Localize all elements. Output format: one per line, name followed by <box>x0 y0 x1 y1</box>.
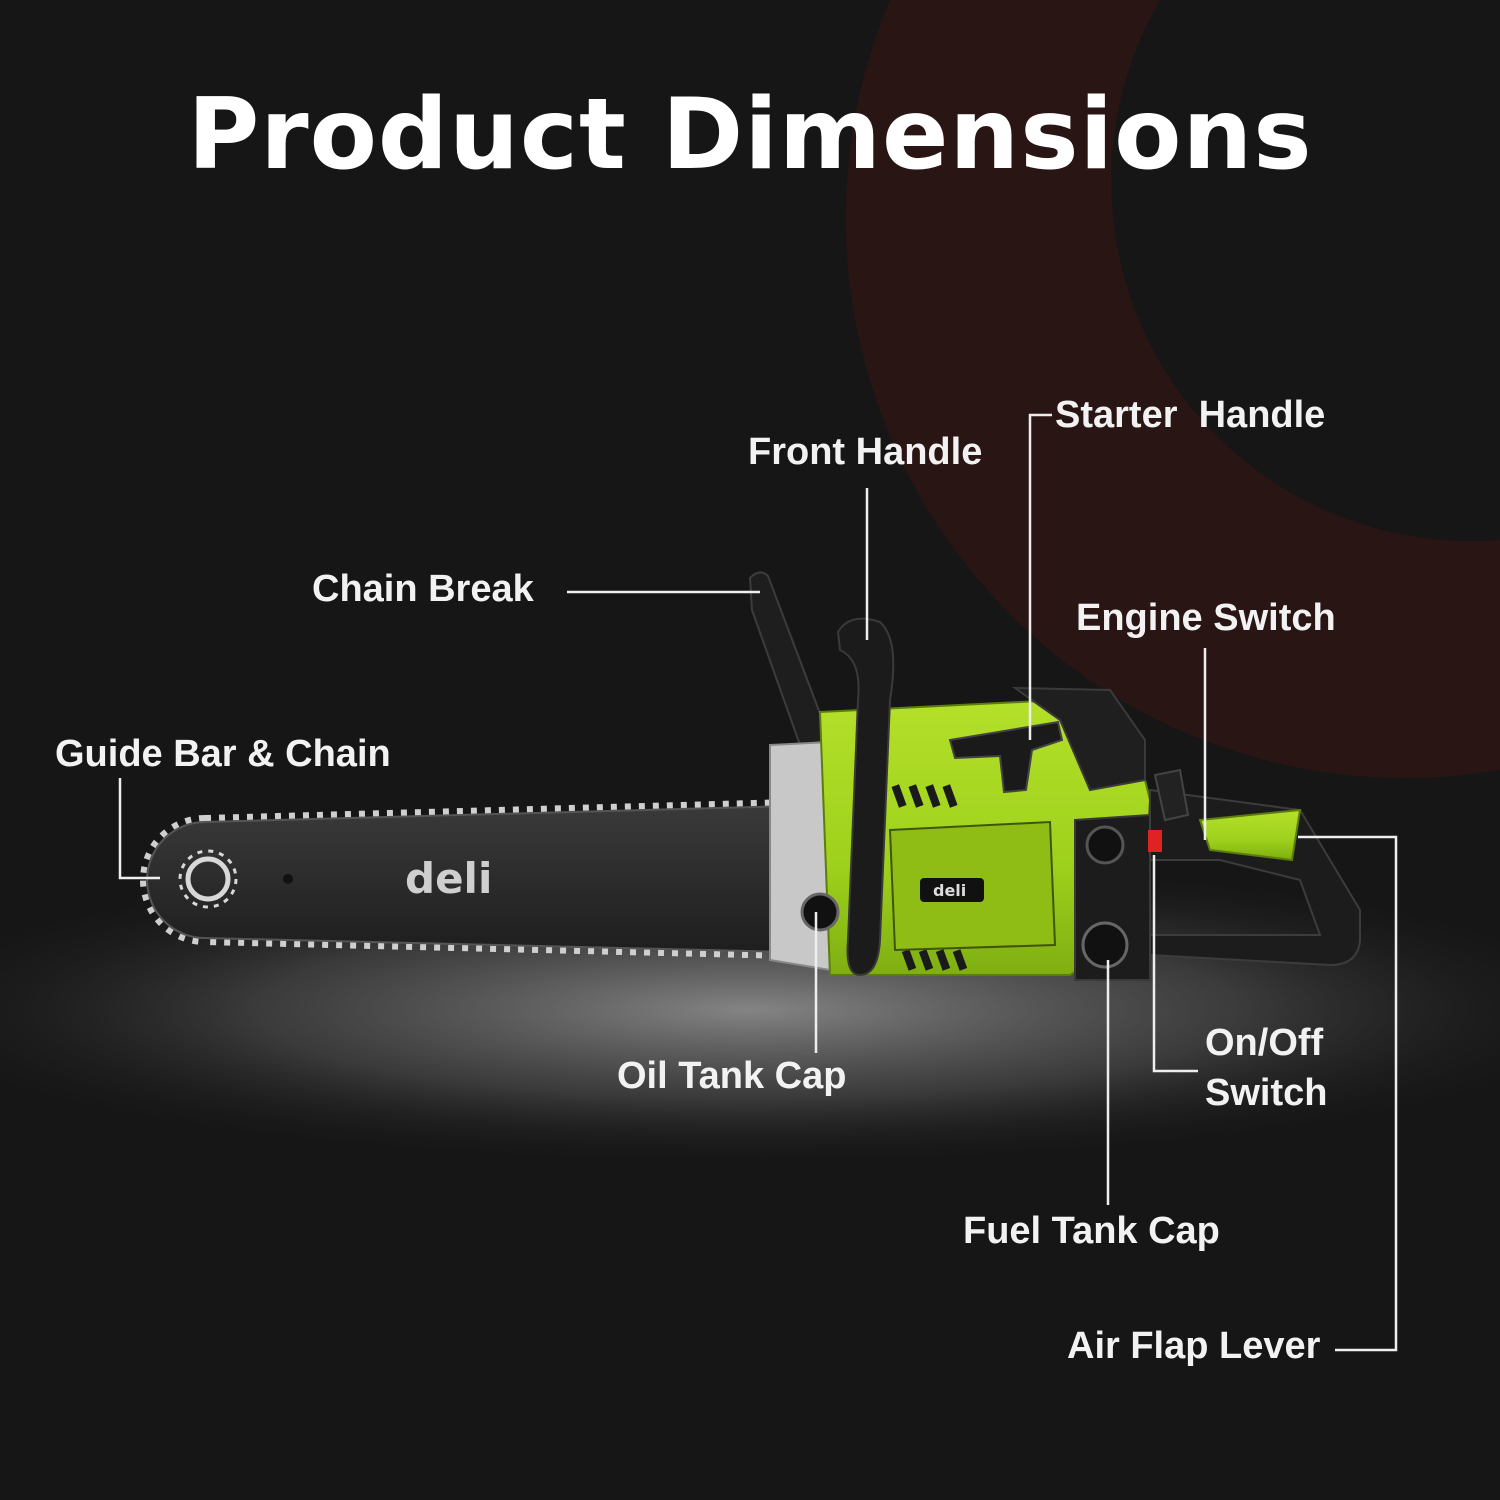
label-air-flap-lever: Air Flap Lever <box>1067 1325 1321 1367</box>
background-arc <box>845 0 1500 778</box>
label-oil-tank-cap: Oil Tank Cap <box>617 1055 847 1097</box>
label-guide-bar: Guide Bar & Chain <box>55 733 391 775</box>
page-title: Product Dimensions <box>187 78 1313 192</box>
svg-text:deli: deli <box>933 881 966 900</box>
engine-switch <box>1153 768 1190 822</box>
label-engine-switch: Engine Switch <box>1076 597 1336 639</box>
side-badge <box>920 878 984 902</box>
front-handle <box>836 617 895 977</box>
onoff-switch <box>1148 830 1162 852</box>
label-chain-break: Chain Break <box>312 568 534 610</box>
chain-break <box>748 571 832 747</box>
label-onoff-line1: On/Off <box>1205 1022 1324 1064</box>
vents <box>891 784 968 971</box>
label-fuel-tank-cap: Fuel Tank Cap <box>963 1210 1220 1252</box>
label-front-handle: Front Handle <box>748 431 983 473</box>
oil-tank-cap <box>800 892 840 932</box>
leader-lines <box>118 413 1398 1352</box>
brand-logo: deli <box>405 854 492 903</box>
clutch-cover <box>769 740 831 972</box>
starter-handle <box>948 720 1064 794</box>
label-onoff-line2: Switch <box>1205 1072 1328 1114</box>
sprocket-icon <box>185 856 231 902</box>
fuel-tank-cap <box>1081 921 1129 969</box>
label-starter-handle: Starter Handle <box>1055 394 1326 436</box>
guide-bar: deli <box>140 799 791 959</box>
rear-handle <box>1149 788 1361 967</box>
